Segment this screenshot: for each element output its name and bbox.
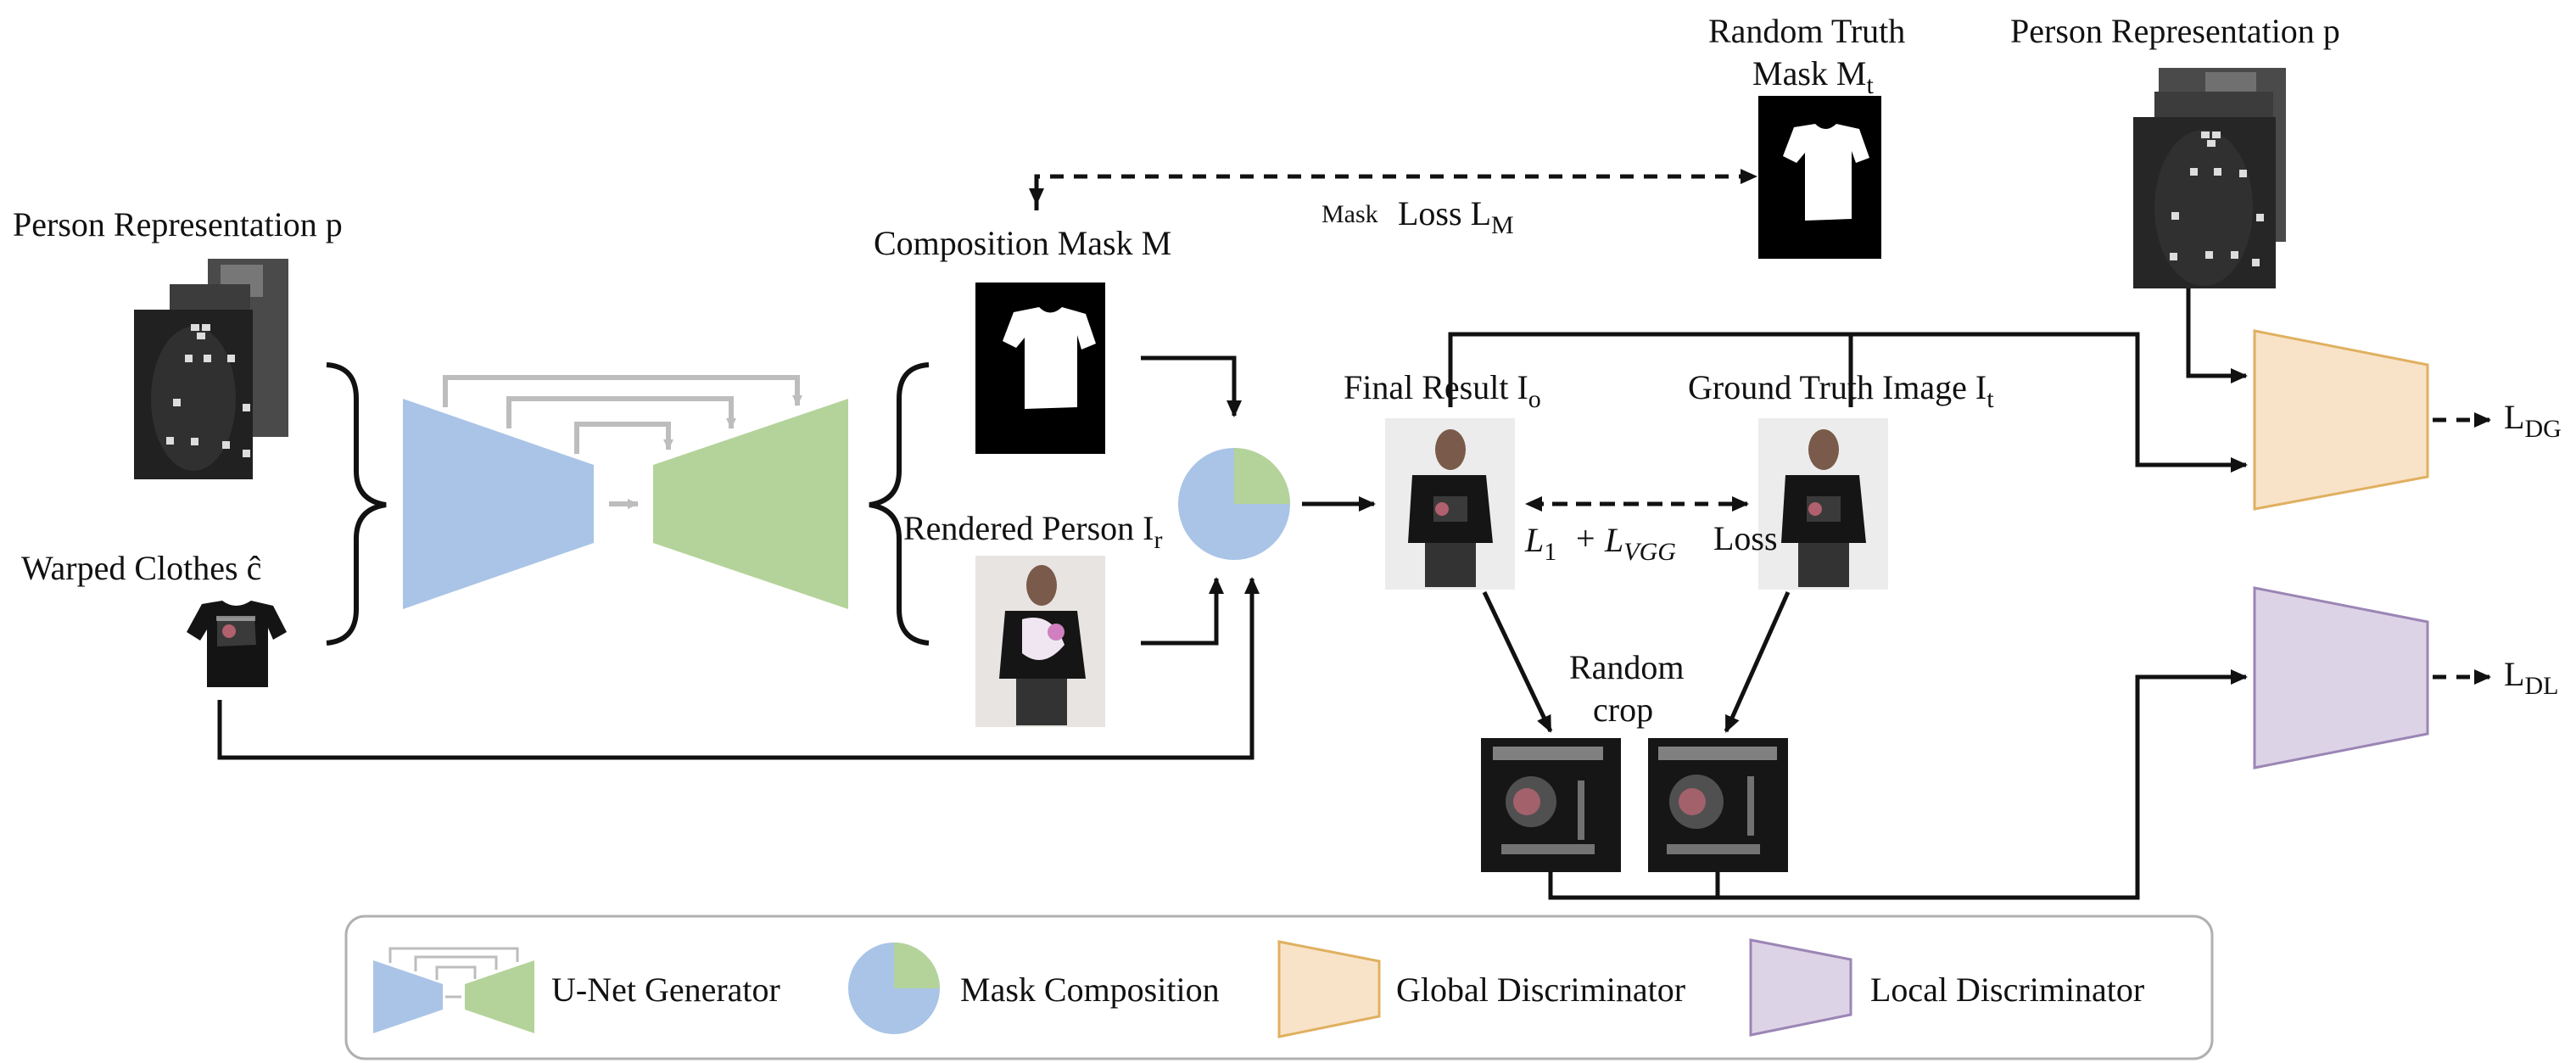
mask-loss-arrow <box>1034 169 1757 210</box>
person-representation-left-label: Person Representation p <box>13 205 343 243</box>
random-crop-label-2: crop <box>1593 691 1653 729</box>
legend-unet-icon <box>373 947 534 1033</box>
output-brace <box>869 362 930 646</box>
ldg-label: LDG <box>2504 398 2562 443</box>
unet-encoder <box>403 399 594 609</box>
local-discriminator <box>2253 586 2429 769</box>
render-to-composition-arrow <box>1141 577 1224 646</box>
truth-to-crop-arrow <box>1724 590 1791 733</box>
result-truth-to-global-disc-arrow <box>1448 332 2248 473</box>
random-truth-mask-image <box>1758 96 1881 259</box>
person-representation-right-label: Person Representation p <box>2010 12 2340 50</box>
vgg-loss-term: LVGG <box>1604 521 1676 566</box>
rendered-person-image <box>975 556 1105 727</box>
composition-mask-image <box>975 283 1105 454</box>
person-rep-to-global-disc-arrow <box>2186 288 2248 383</box>
legend-global-discriminator-icon <box>1277 940 1381 1038</box>
final-result-label: Final Result Io <box>1344 368 1541 413</box>
random-crop-truth <box>1648 738 1788 872</box>
rendered-person-label: Rendered Person Ir <box>903 509 1162 554</box>
loss-word: Loss <box>1713 519 1778 557</box>
crop-to-local-disc-arrow <box>1548 669 2248 900</box>
plus-sign: + <box>1576 519 1595 557</box>
random-crop-label-1: Random <box>1569 648 1685 686</box>
ground-truth-label: Ground Truth Image It <box>1688 368 1994 413</box>
unet-generator <box>403 375 848 609</box>
random-truth-mask-label-1: Random Truth <box>1708 12 1905 50</box>
final-result-image <box>1385 418 1515 590</box>
warped-clothes-image <box>187 601 287 687</box>
mask-to-composition-arrow <box>1141 355 1242 417</box>
final-to-crop-arrow <box>1482 590 1553 733</box>
legend: U-Net Generator Mask Composition Global … <box>344 915 2214 1060</box>
composition-mask-label: Composition Mask M <box>874 224 1171 262</box>
legend-unet-label: U-Net Generator <box>551 971 780 1009</box>
person-representation-right-stack <box>2133 68 2286 288</box>
legend-mask-composition-icon <box>848 943 940 1034</box>
ldl-label: LDL <box>2504 655 2558 700</box>
global-discriminator <box>2253 329 2429 511</box>
legend-global-discriminator-label: Global Discriminator <box>1396 971 1685 1009</box>
person-representation-left-stack <box>134 259 288 479</box>
ground-truth-image <box>1758 418 1888 590</box>
random-crop-final <box>1481 738 1621 872</box>
warped-clothes-label: Warped Clothes ĉ <box>21 549 261 587</box>
legend-mask-composition-label: Mask Composition <box>960 971 1220 1009</box>
mask-loss-prefix: Mask <box>1322 200 1378 228</box>
mask-composition-node <box>1178 448 1290 560</box>
mask-loss-label: Loss LM <box>1398 194 1514 239</box>
legend-local-discriminator-label: Local Discriminator <box>1870 971 2144 1009</box>
random-truth-mask-label-2: Mask Mt <box>1752 54 1874 99</box>
clothes-to-composition-arrow <box>217 577 1260 760</box>
legend-local-discriminator-icon <box>1749 938 1852 1037</box>
input-brace-left <box>326 362 387 646</box>
unet-decoder <box>653 399 848 609</box>
l1-loss-term: L1 <box>1524 521 1556 566</box>
